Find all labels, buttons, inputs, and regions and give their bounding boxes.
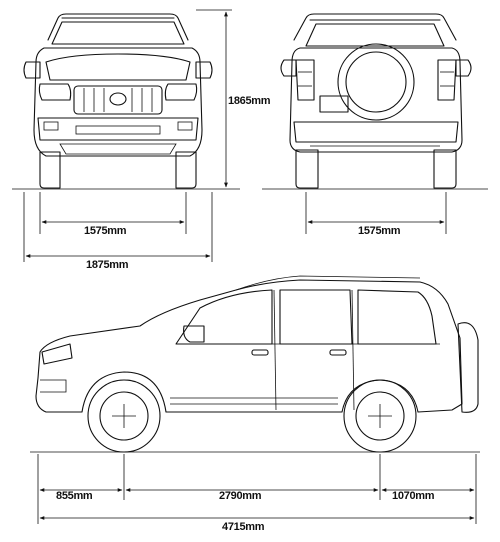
- wheelbase-label: 2790mm: [219, 490, 262, 502]
- rear-track-dimension: 1575mm: [305, 192, 447, 237]
- overall-length-label: 4715mm: [222, 521, 265, 533]
- rear-overhang-dimension: 1070mm: [381, 488, 475, 502]
- overall-length-dimension: 4715mm: [39, 516, 475, 533]
- wheelbase-dimension: 2790mm: [125, 488, 379, 502]
- front-overhang-dimension: 855mm: [39, 488, 123, 502]
- height-label: 1865mm: [228, 95, 271, 107]
- overall-width-dimension: 1875mm: [23, 192, 213, 271]
- height-dimension: 1865mm: [196, 9, 271, 188]
- rear-overhang-label: 1070mm: [392, 490, 435, 502]
- side-dimension-verticals: [37, 454, 477, 524]
- overall-width-label: 1875mm: [86, 259, 129, 271]
- front-track-dimension: 1575mm: [39, 192, 187, 237]
- front-view: [12, 13, 240, 190]
- front-track-label: 1575mm: [84, 225, 127, 237]
- rear-track-label: 1575mm: [358, 225, 401, 237]
- side-view: [30, 275, 480, 453]
- front-wheel: [87, 379, 161, 453]
- rear-wheel: [343, 379, 417, 453]
- front-overhang-label: 855mm: [56, 490, 93, 502]
- rear-view: [262, 13, 488, 190]
